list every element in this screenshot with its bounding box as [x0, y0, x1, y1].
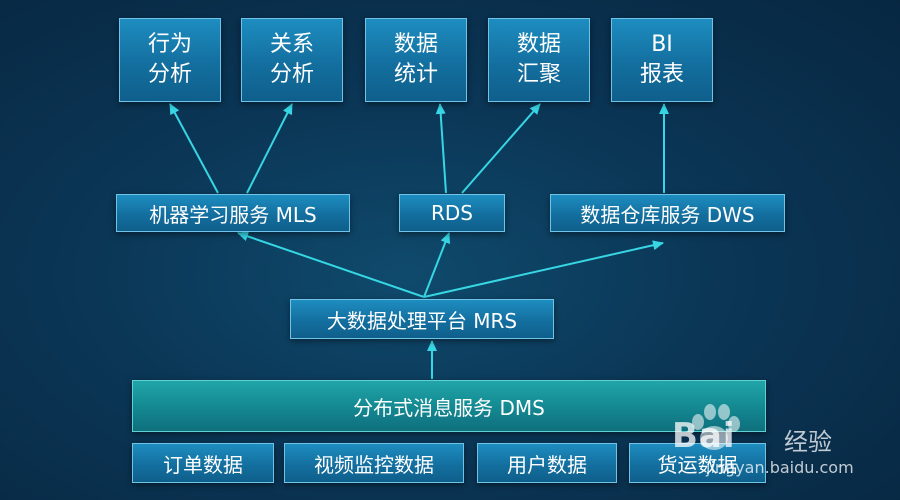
app-statistics-line2: 统计 — [393, 62, 438, 87]
service-mls: 机器学习服务 MLS — [116, 194, 350, 232]
arrow-rds-to-statistics — [435, 103, 447, 194]
app-bi-line1: BI — [651, 32, 673, 57]
app-behavior-analysis: 行为 分析 — [119, 18, 221, 102]
source-freight-data: 货运数据 — [629, 443, 766, 483]
paw-icon — [692, 404, 740, 450]
app-behavior-line1: 行为 — [147, 32, 192, 57]
platform-mrs: 大数据处理平台 MRS — [290, 299, 554, 339]
app-statistics-line1: 数据 — [393, 32, 438, 57]
app-relation-line2: 分析 — [269, 62, 314, 87]
arrow-mrs-to-rds — [423, 232, 451, 298]
app-bi-line2: 报表 — [639, 62, 684, 87]
arrow-mls-to-behavior — [169, 103, 219, 194]
arrow-mrs-to-dws — [423, 240, 664, 298]
app-behavior-line2: 分析 — [147, 62, 192, 87]
watermark-url: jingyan.baidu.com — [706, 458, 854, 477]
arrow-mls-to-relation — [246, 103, 293, 194]
messaging-dms: 分布式消息服务 DMS — [132, 380, 766, 432]
app-aggregation-line1: 数据 — [516, 32, 561, 57]
app-bi-report: BI 报表 — [611, 18, 713, 102]
watermark-suffix: 经验 — [784, 428, 832, 456]
app-relation-line1: 关系 — [269, 32, 314, 57]
watermark-brand: Bai — [672, 416, 736, 456]
app-relation-analysis: 关系 分析 — [241, 18, 343, 102]
arrow-rds-to-aggregation — [461, 103, 541, 194]
source-order-data: 订单数据 — [132, 443, 274, 483]
arrow-mrs-to-mls — [237, 231, 425, 298]
app-data-aggregation: 数据 汇聚 — [488, 18, 590, 102]
source-user-data: 用户数据 — [477, 443, 617, 483]
source-video-surveillance-data: 视频监控数据 — [284, 443, 464, 483]
service-rds: RDS — [399, 194, 505, 232]
app-aggregation-line2: 汇聚 — [516, 62, 561, 87]
service-dws: 数据仓库服务 DWS — [550, 194, 785, 232]
baidu-watermark: Bai 经验 jingyan.baidu.com — [672, 398, 856, 482]
app-data-statistics: 数据 统计 — [365, 18, 467, 102]
